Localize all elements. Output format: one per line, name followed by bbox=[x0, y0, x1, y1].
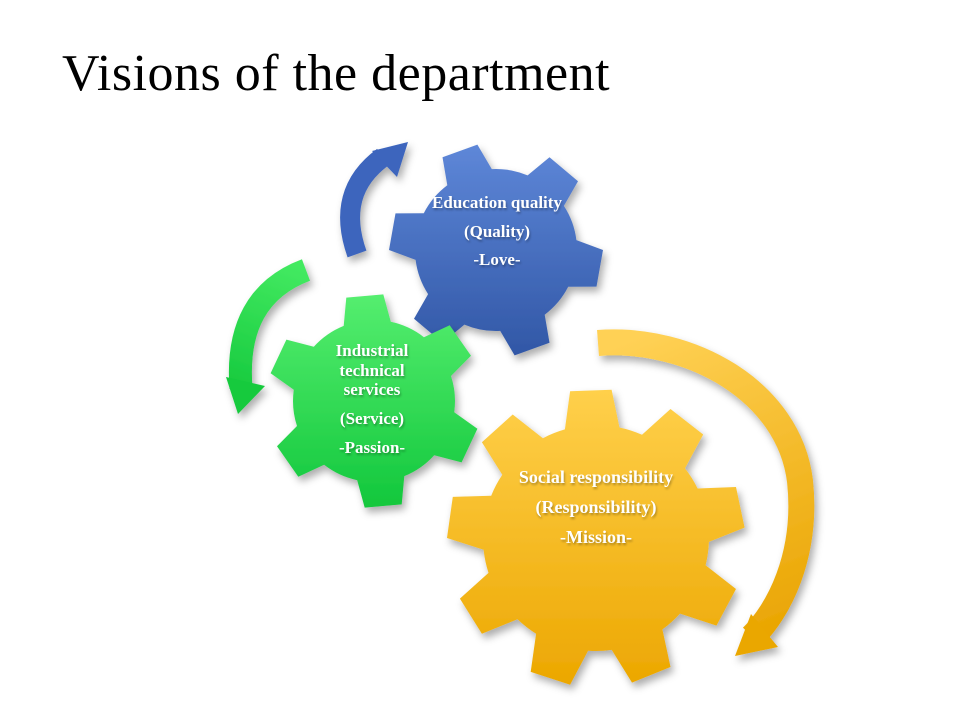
gear-label-services: Industrial technical services (Service) … bbox=[309, 341, 435, 458]
green-arrow-head bbox=[226, 377, 265, 414]
gear-social-responsibility bbox=[447, 389, 745, 685]
gear-social-value: (Responsibility) bbox=[535, 496, 657, 517]
gear-social-name: Social responsibility bbox=[518, 467, 674, 487]
green-curved-arrow bbox=[226, 259, 311, 414]
gear-education-motto: -Love- bbox=[473, 250, 521, 270]
yellow-curved-arrow bbox=[597, 329, 815, 656]
gear-education-name: Education quality bbox=[432, 193, 562, 212]
gear-label-education: Education quality (Quality) -Love- bbox=[430, 193, 564, 270]
blue-arrow-shaft bbox=[340, 148, 390, 258]
gear-services-name: Industrial technical services bbox=[335, 341, 409, 400]
slide-title: Visions of the department bbox=[62, 45, 611, 102]
green-arrow-shaft bbox=[228, 259, 311, 389]
yellow-arrow-shaft bbox=[597, 329, 815, 647]
blue-curved-arrow bbox=[340, 142, 408, 258]
gear-label-social: Social responsibility (Responsibility) -… bbox=[507, 467, 685, 548]
gear-social-motto: -Mission- bbox=[560, 526, 632, 547]
gear-services-motto: -Passion- bbox=[338, 437, 406, 457]
gear-services-value: (Service) bbox=[339, 409, 405, 429]
blue-arrow-head bbox=[372, 142, 408, 177]
gear-education-value: (Quality) bbox=[463, 221, 531, 241]
gear-education-quality bbox=[389, 144, 603, 356]
yellow-arrow-head bbox=[735, 614, 778, 656]
gear-industrial-services bbox=[270, 294, 478, 508]
